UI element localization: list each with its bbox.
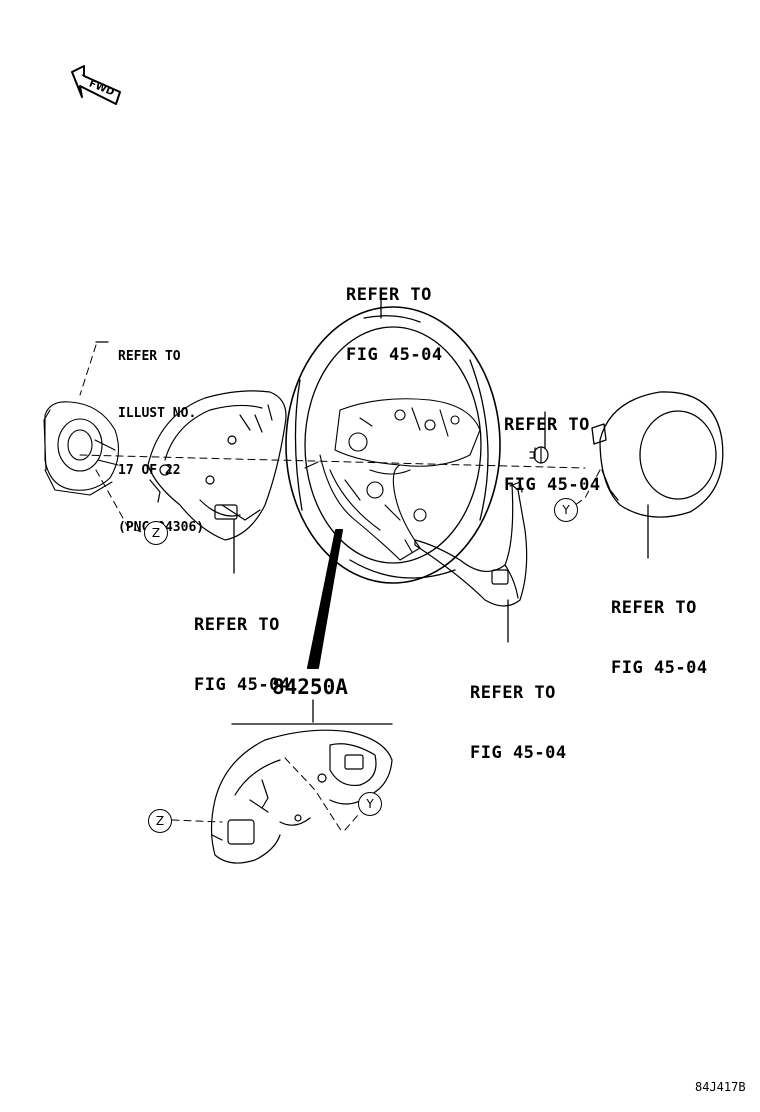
part-number-pointer bbox=[307, 529, 343, 669]
callout-z-upper: Z bbox=[144, 521, 168, 545]
label-top-center: REFER TO FIG 45-04 bbox=[346, 245, 443, 405]
bolt-part bbox=[529, 446, 549, 464]
left-cover bbox=[147, 390, 287, 541]
label-line: REFER TO bbox=[118, 349, 181, 364]
label-right-bolt: REFER TO FIG 45-04 bbox=[504, 375, 601, 535]
callout-z-lower: Z bbox=[148, 809, 172, 833]
label-line: FIG 45-04 bbox=[194, 675, 291, 695]
callout-y-upper: Y bbox=[554, 498, 578, 522]
fwd-label: FWD bbox=[87, 78, 115, 98]
figure-code: 84J417B bbox=[695, 1080, 746, 1094]
airbag-module bbox=[591, 391, 724, 518]
label-line: REFER TO bbox=[346, 285, 432, 305]
fwd-arrow-icon bbox=[71, 65, 121, 105]
label-line: FIG 45-04 bbox=[504, 475, 601, 495]
label-right-airbag: REFER TO FIG 45-04 bbox=[611, 558, 708, 718]
solid-leaders bbox=[95, 287, 649, 725]
label-line: FIG 45-04 bbox=[470, 743, 567, 763]
label-line: REFER TO bbox=[194, 615, 280, 635]
label-left-cover: REFER TO FIG 45-04 bbox=[194, 575, 291, 735]
label-line: FIG 45-04 bbox=[611, 658, 708, 678]
label-lower-cover: REFER TO FIG 45-04 bbox=[470, 643, 567, 803]
lower-cover bbox=[414, 481, 528, 607]
callout-y-lower: Y bbox=[358, 792, 382, 816]
spiral-cable bbox=[43, 401, 120, 496]
label-spiral-cable: REFER TO ILLUST NO. 17 OF 22 (PNC 84306) bbox=[118, 309, 204, 575]
steering-wheel-hub bbox=[304, 398, 481, 561]
dashed-leaders bbox=[79, 344, 601, 833]
fwd-label-layer: FWD bbox=[87, 78, 115, 98]
label-line: REFER TO bbox=[611, 598, 697, 618]
part-number-label: 84250A bbox=[272, 675, 348, 699]
label-line: FIG 45-04 bbox=[346, 345, 443, 365]
label-line: 17 OF 22 bbox=[118, 463, 181, 478]
label-line: ILLUST NO. bbox=[118, 406, 197, 421]
label-line: (PNC 84306) bbox=[118, 520, 205, 535]
steering-wheel-rim bbox=[285, 306, 501, 584]
label-line: REFER TO bbox=[504, 415, 590, 435]
label-line: REFER TO bbox=[470, 683, 556, 703]
